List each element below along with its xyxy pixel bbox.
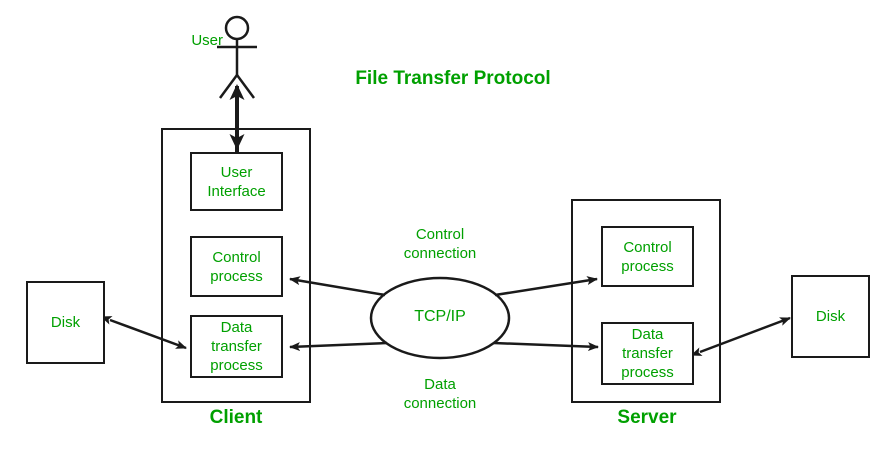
client-disk-label: Disk <box>50 314 81 331</box>
server-role-label: Server <box>617 407 677 428</box>
client-control-process-label: Control process <box>210 248 263 285</box>
control-connection-line <box>289 276 598 297</box>
server-container <box>571 199 721 403</box>
client-role-label: Client <box>209 407 263 428</box>
client-user-interface-label: User Interface <box>207 163 266 200</box>
client-control-process-box[interactable]: Control process <box>190 236 283 297</box>
tcp-ip-ellipse <box>369 276 511 360</box>
data-connection-line <box>289 341 599 352</box>
server-disk-label: Disk <box>815 308 846 325</box>
user-stick-figure <box>217 15 257 99</box>
client-data-transfer-process-box[interactable]: Data transfer process <box>190 315 283 378</box>
tcp-ip-label: TCP/IP <box>414 308 466 325</box>
server-data-transfer-process-label: Data transfer process <box>621 326 674 381</box>
client-container <box>161 128 311 403</box>
data-connection-label: Data connection <box>403 376 477 412</box>
client-disk-box[interactable]: Disk <box>26 281 105 364</box>
user-label: User <box>191 32 223 49</box>
diagram-title: File Transfer Protocol <box>355 68 551 89</box>
client-data-transfer-process-label: Data transfer process <box>210 319 263 374</box>
client-user-interface-box[interactable]: User Interface <box>190 152 283 211</box>
control-connection-label: Control connection <box>403 226 477 262</box>
server-disk-box[interactable]: Disk <box>791 275 870 358</box>
server-control-process-box[interactable]: Control process <box>601 226 694 287</box>
arrow-server-data-transfer-to-disk <box>690 316 791 356</box>
server-data-transfer-process-box[interactable]: Data transfer process <box>601 322 694 385</box>
server-control-process-label: Control process <box>621 238 674 275</box>
arrow-client-disk-to-data-transfer <box>100 316 187 350</box>
